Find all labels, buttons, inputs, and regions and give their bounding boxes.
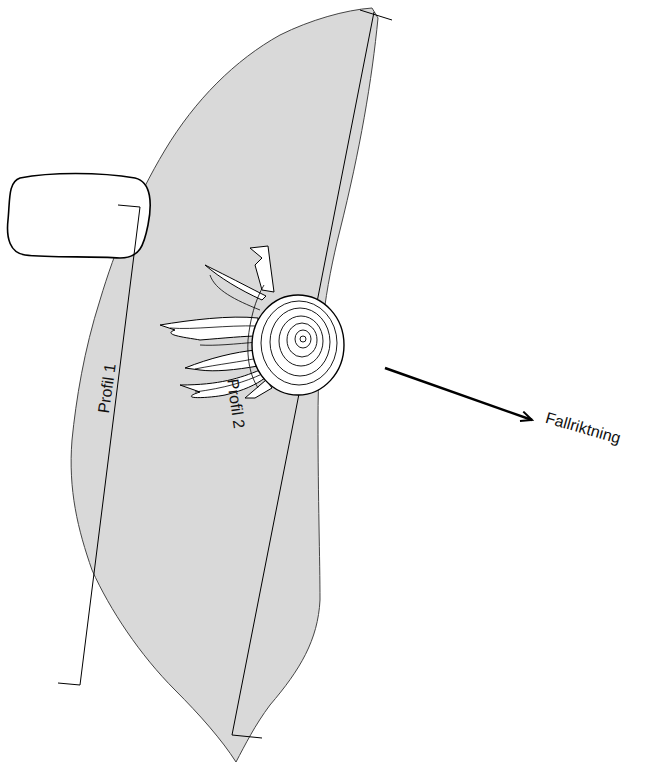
- root-stump: [160, 246, 344, 398]
- profile-lines: [58, 10, 392, 738]
- direction-label: Fallriktning: [544, 410, 623, 447]
- fall-direction-arrow: [385, 368, 532, 420]
- boulder: [8, 174, 151, 259]
- pit-area: [71, 8, 378, 762]
